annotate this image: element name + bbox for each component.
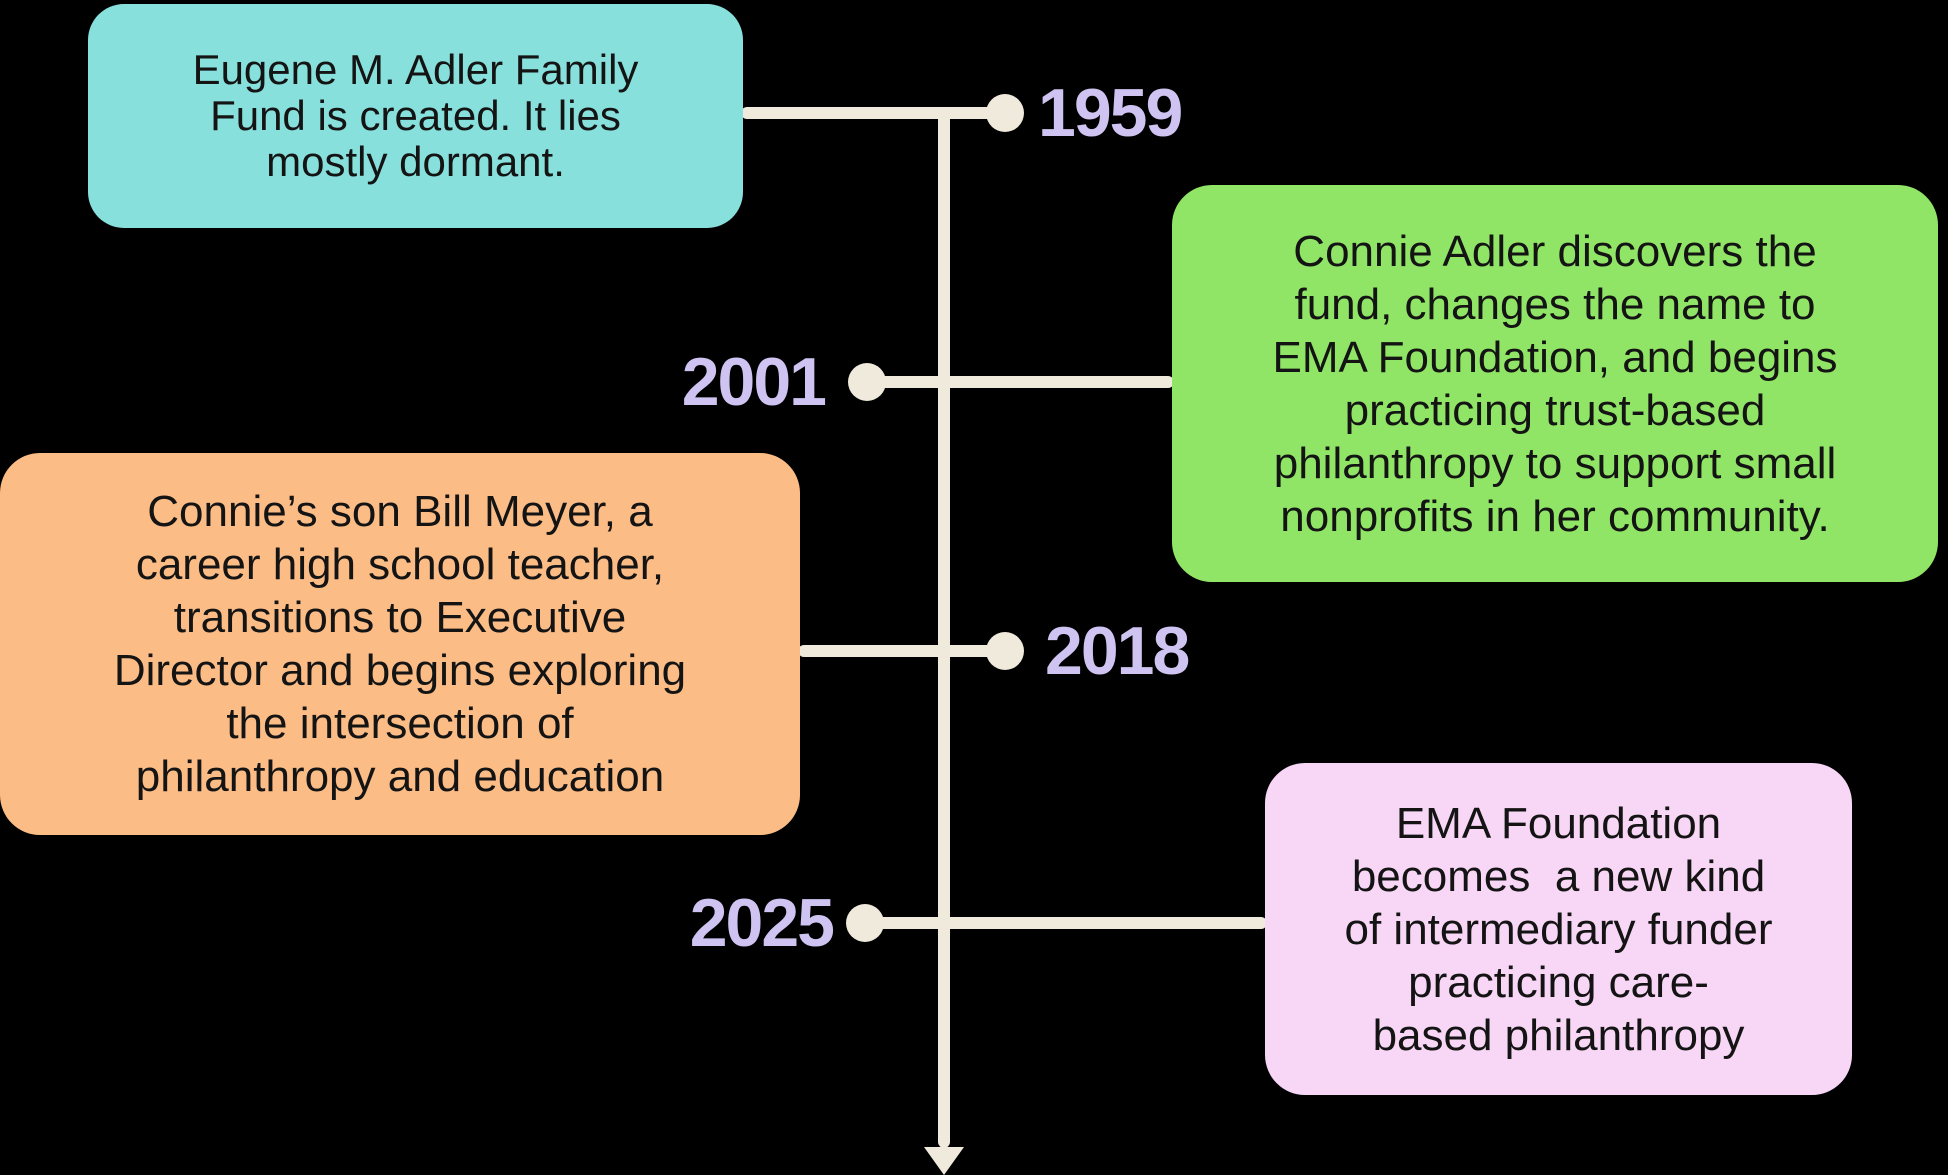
- event-box-2001: Connie Adler discovers the fund, changes…: [1172, 185, 1938, 582]
- connector-line-2025: [865, 917, 1267, 929]
- year-label-2018: 2018: [1045, 613, 1190, 689]
- year-label-1959: 1959: [1038, 75, 1183, 151]
- timeline-dot-2001: [848, 363, 886, 401]
- arrow-down-icon: [924, 1147, 964, 1175]
- year-label-2025: 2025: [689, 885, 835, 961]
- event-text-2001: Connie Adler discovers the fund, changes…: [1272, 226, 1838, 541]
- event-box-2018: Connie’s son Bill Meyer, a career high s…: [0, 453, 800, 835]
- timeline-dot-2025: [846, 904, 884, 942]
- event-text-1959: Eugene M. Adler Family Fund is created. …: [192, 46, 639, 185]
- year-label-2001: 2001: [681, 344, 827, 420]
- event-box-2025: EMA Foundation becomes a new kind of int…: [1265, 763, 1852, 1095]
- event-text-2025: EMA Foundation becomes a new kind of int…: [1344, 798, 1773, 1060]
- timeline-spine-line: [938, 107, 950, 1148]
- event-text-2018: Connie’s son Bill Meyer, a career high s…: [113, 487, 687, 801]
- connector-line-2001: [867, 376, 1174, 388]
- event-box-1959: Eugene M. Adler Family Fund is created. …: [88, 4, 743, 228]
- timeline-dot-2018: [986, 632, 1024, 670]
- timeline-dot-1959: [986, 94, 1024, 132]
- connector-line-1959: [741, 107, 1005, 119]
- connector-line-2018: [798, 645, 1005, 657]
